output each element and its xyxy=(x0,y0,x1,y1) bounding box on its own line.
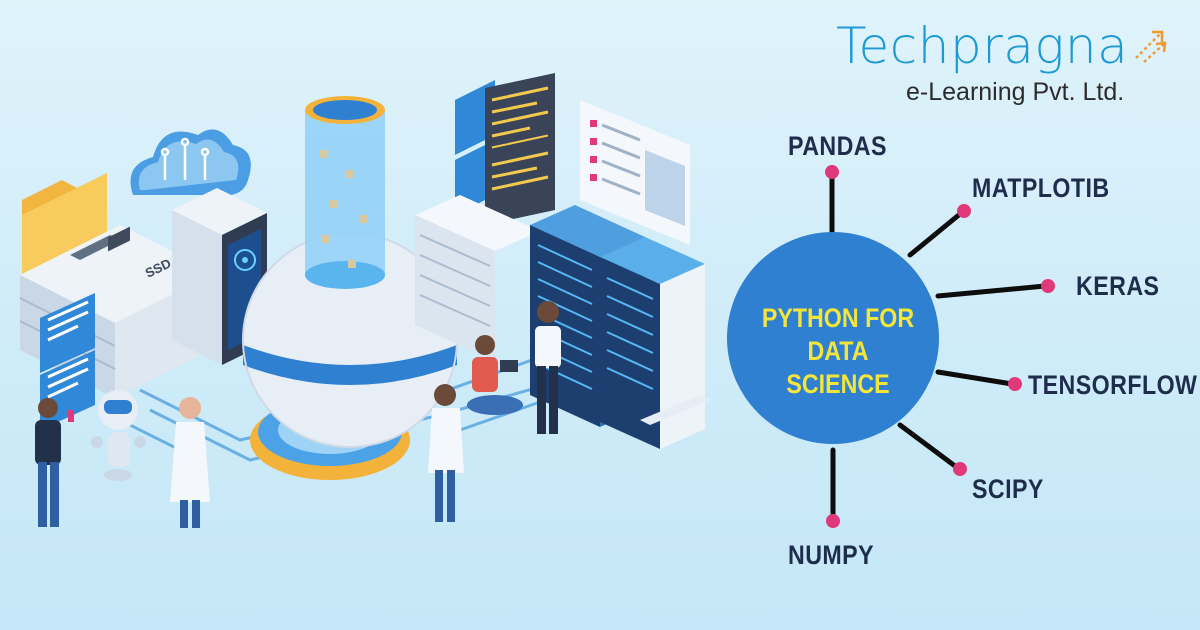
spoke-dot-scipy xyxy=(953,462,967,476)
spoke-dots xyxy=(825,165,1055,528)
hub-label: PYTHON FOR DATA SCIENCE xyxy=(759,302,917,401)
hub-label-line1: PYTHON FOR xyxy=(761,303,915,333)
label-keras: KERAS xyxy=(1076,271,1160,301)
person-server xyxy=(535,301,561,434)
list-panel xyxy=(580,100,690,245)
person-sitting xyxy=(467,335,523,415)
label-pandas: PANDAS xyxy=(788,131,887,161)
flask-sphere xyxy=(242,96,458,480)
scientist-right xyxy=(428,384,464,522)
label-tensorflow: TENSORFLOW xyxy=(1028,370,1198,400)
rack-servers-white xyxy=(415,195,540,361)
spoke-dot-numpy xyxy=(826,514,840,528)
folder-icon xyxy=(22,173,107,285)
python-mindmap xyxy=(727,165,1055,528)
cloud-icon xyxy=(130,129,251,196)
robot-icon xyxy=(91,390,146,481)
label-matplotib: MATPLOTIB xyxy=(972,173,1110,203)
spoke-line-tensorflow xyxy=(935,369,1015,387)
brand-name: Techpragna xyxy=(836,17,1129,75)
label-numpy: NUMPY xyxy=(788,540,875,570)
brand-logo: Techpragna e-Learning Pvt. Ltd. xyxy=(836,17,1167,108)
brand-subtitle: e-Learning Pvt. Ltd. xyxy=(906,78,1125,106)
spoke-lines xyxy=(829,175,1048,519)
spoke-dot-tensorflow xyxy=(1008,377,1022,391)
spoke-dot-pandas xyxy=(825,165,839,179)
growth-arrows-icon xyxy=(1135,30,1167,63)
server-racks-blue xyxy=(530,205,710,449)
document-panels xyxy=(40,293,95,430)
spoke-line-scipy xyxy=(897,422,958,469)
label-scipy: SCIPY xyxy=(972,474,1044,504)
hub-circle xyxy=(727,232,939,444)
spoke-line-keras xyxy=(935,283,1048,299)
code-panels xyxy=(455,73,555,225)
hub-label-line2: DATA SCIENCE xyxy=(786,336,890,399)
person-left xyxy=(35,398,74,527)
scientist-left xyxy=(170,397,210,528)
spoke-dot-keras xyxy=(1041,279,1055,293)
data-center-illustration: SSD xyxy=(19,73,710,528)
spoke-dot-matplotib xyxy=(957,204,971,218)
spoke-line-matplotib xyxy=(907,211,963,258)
